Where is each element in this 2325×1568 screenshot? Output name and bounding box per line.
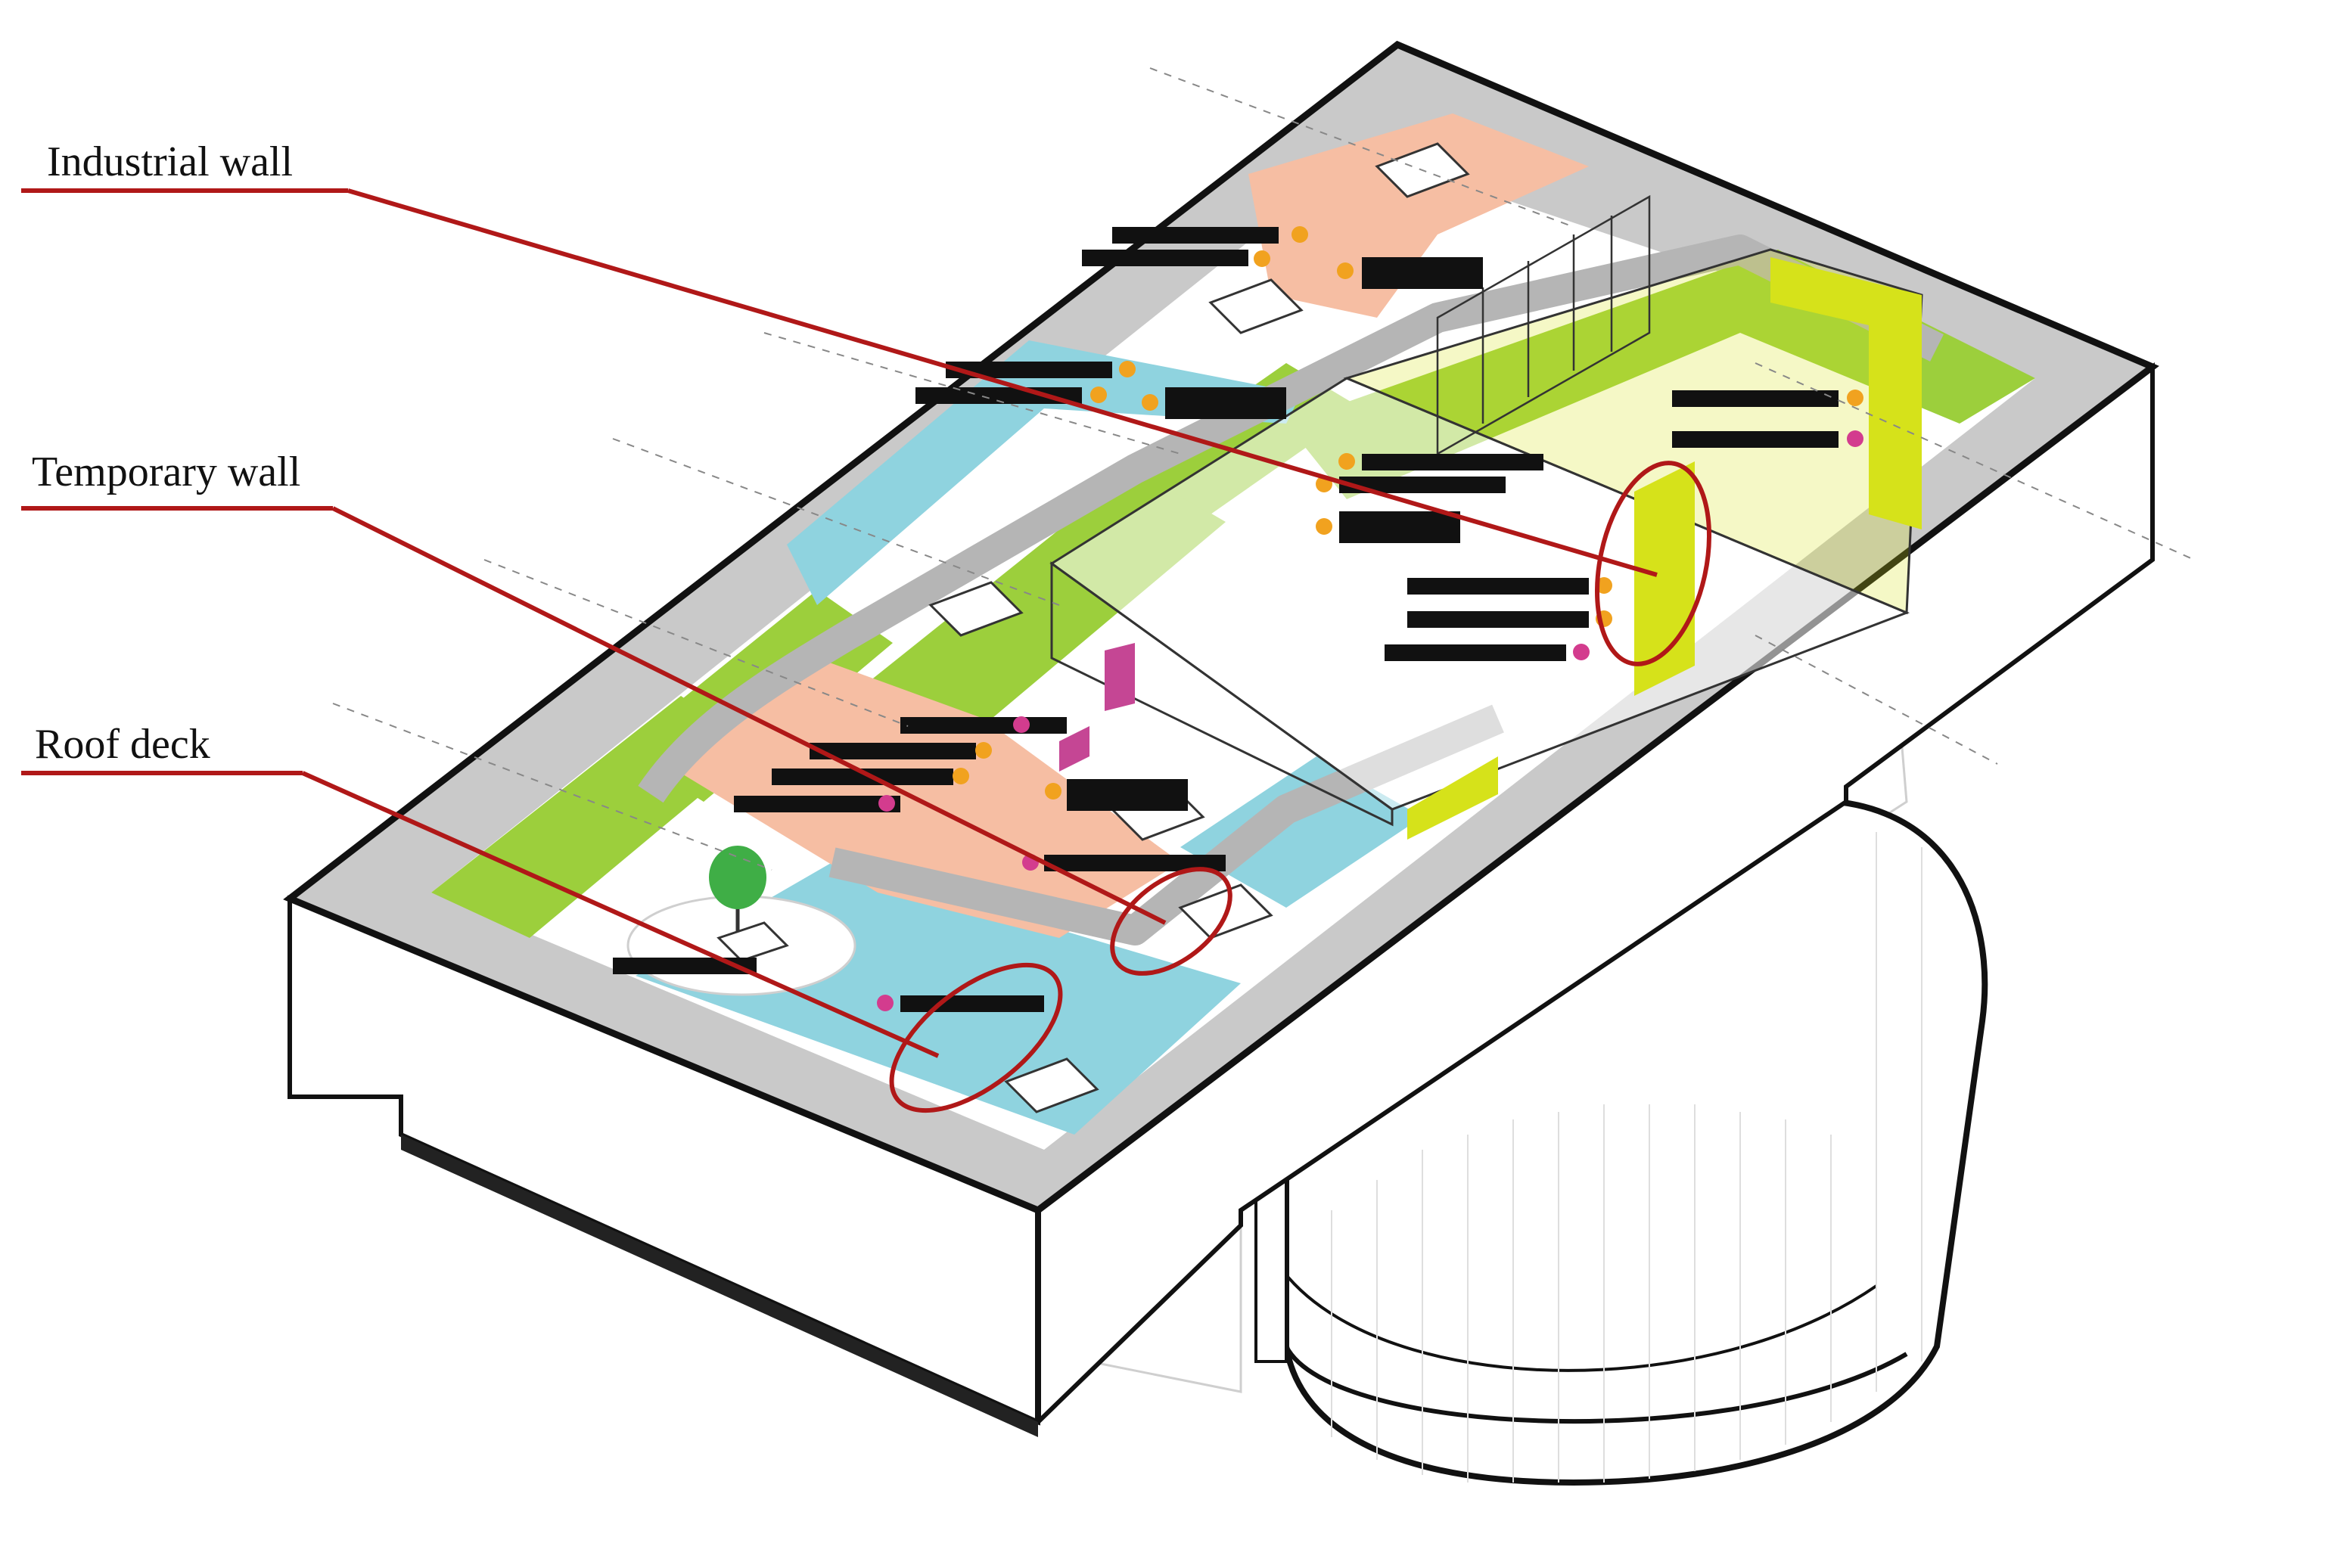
glass-boxes (1436, 194, 1651, 456)
callout-leaders (21, 188, 1712, 1113)
callout-temporary-wall: Temporary wall (32, 449, 301, 495)
annotation-tags (613, 226, 1863, 1012)
callout-industrial-wall: Industrial wall (47, 138, 294, 185)
section-lines (332, 67, 2195, 871)
callout-roof-deck: Roof deck (35, 721, 210, 768)
